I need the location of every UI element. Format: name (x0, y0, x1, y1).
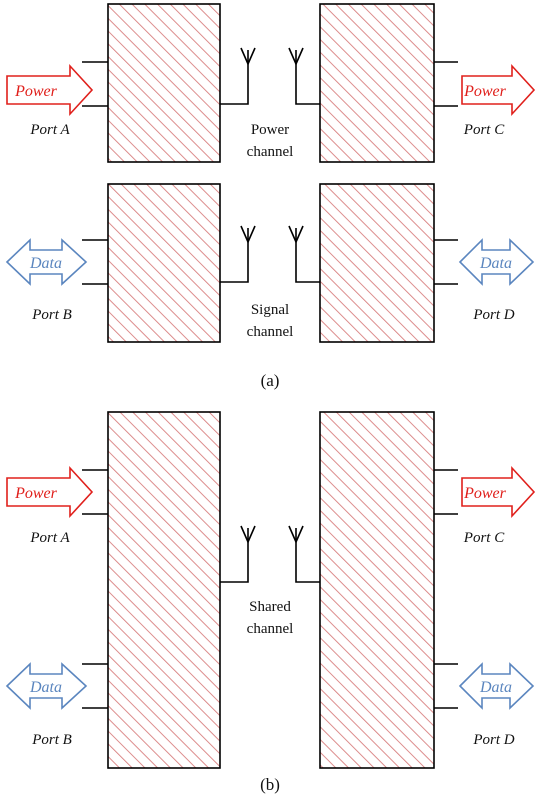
caption-b: (b) (260, 775, 280, 794)
power-arrow-label: Power (463, 83, 507, 100)
data-arrow-label: Data (479, 679, 512, 696)
block-a-top-left (82, 3, 221, 163)
power-arrow-left: Power (6, 465, 94, 519)
signal-channel-label: Signal (251, 302, 289, 318)
data-arrow-left: Data (5, 662, 88, 710)
port-b-label: Port B (31, 732, 72, 748)
antenna-icon (220, 47, 256, 105)
data-arrow-right: Data (458, 238, 535, 286)
antenna-icon (288, 47, 320, 105)
port-d-label: Port D (472, 732, 514, 748)
power-channel-label: channel (247, 144, 294, 160)
caption-a: (a) (261, 371, 280, 390)
block-a-bottom-left (82, 183, 221, 343)
port-a-label: Port A (29, 530, 70, 546)
antenna-icon (288, 525, 320, 583)
power-channel-label: Power (251, 122, 289, 138)
shared-channel-label: Shared (249, 599, 291, 615)
antenna-icon (220, 525, 256, 583)
power-arrow-label: Power (14, 83, 58, 100)
data-arrow-label: Data (29, 255, 62, 272)
block-b-left (82, 411, 221, 769)
port-c-label: Port C (463, 530, 505, 546)
data-arrow-label: Data (29, 679, 62, 696)
figure-a: Power Power Data Data Port A Port C Port… (5, 3, 536, 390)
block-a-bottom-right (319, 183, 458, 343)
block-a-top-right (319, 3, 458, 163)
power-arrow-label: Power (463, 485, 507, 502)
shared-channel-label: channel (247, 621, 294, 637)
figure-b: Power Power Data Data Port A Port C Port… (5, 411, 536, 794)
signal-channel-label: channel (247, 324, 294, 340)
port-a-label: Port A (29, 122, 70, 138)
power-arrow-right: Power (461, 63, 536, 117)
power-arrow-right: Power (461, 465, 536, 519)
data-arrow-left: Data (5, 238, 88, 286)
antenna-icon (220, 225, 256, 283)
port-c-label: Port C (463, 122, 505, 138)
port-b-label: Port B (31, 307, 72, 323)
power-arrow-label: Power (14, 485, 58, 502)
data-arrow-label: Data (479, 255, 512, 272)
port-d-label: Port D (472, 307, 514, 323)
antenna-icon (288, 225, 320, 283)
power-arrow-left: Power (6, 63, 94, 117)
data-arrow-right: Data (458, 662, 535, 710)
block-b-right (319, 411, 458, 769)
